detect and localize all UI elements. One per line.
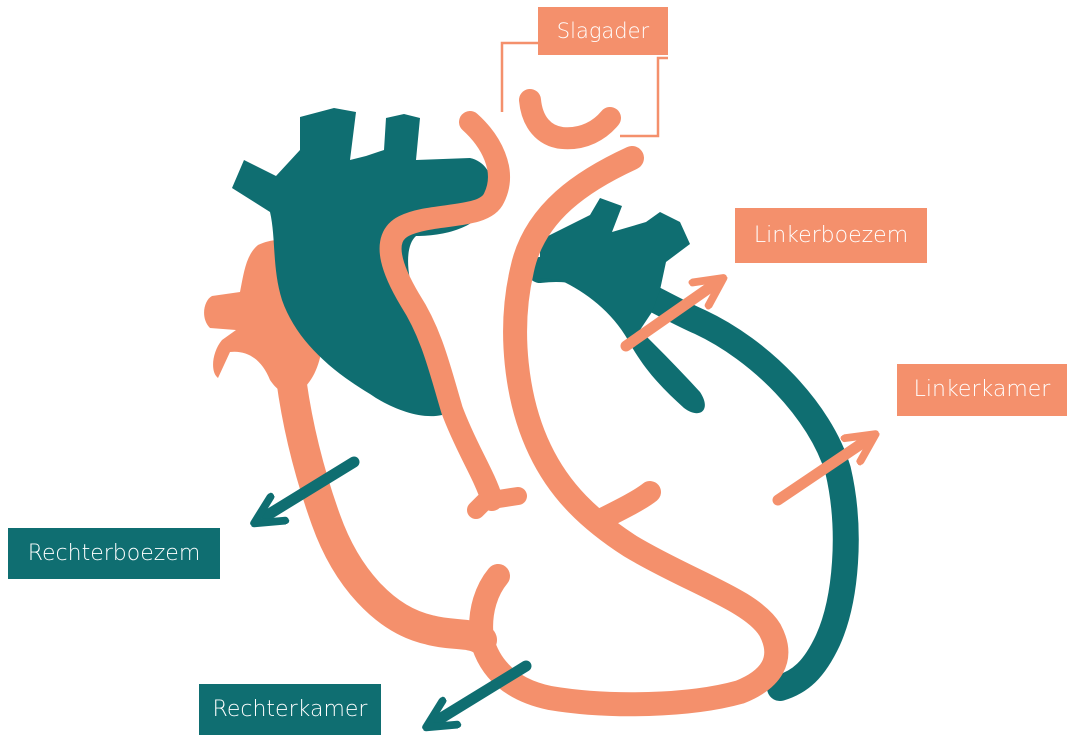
vessel-branch-left (476, 496, 518, 510)
label-rechterkamer: Rechterkamer (199, 684, 381, 735)
left-ventricle-wall (540, 269, 846, 688)
label-slagader: Slagader (538, 7, 668, 55)
vessel-branch-right (600, 492, 650, 520)
label-rechterboezem: Rechterboezem (8, 528, 220, 579)
aortic-arch-piece (530, 100, 610, 138)
label-linkerboezem: Linkerboezem (735, 208, 927, 263)
label-linkerkamer: Linkerkamer (897, 364, 1067, 416)
